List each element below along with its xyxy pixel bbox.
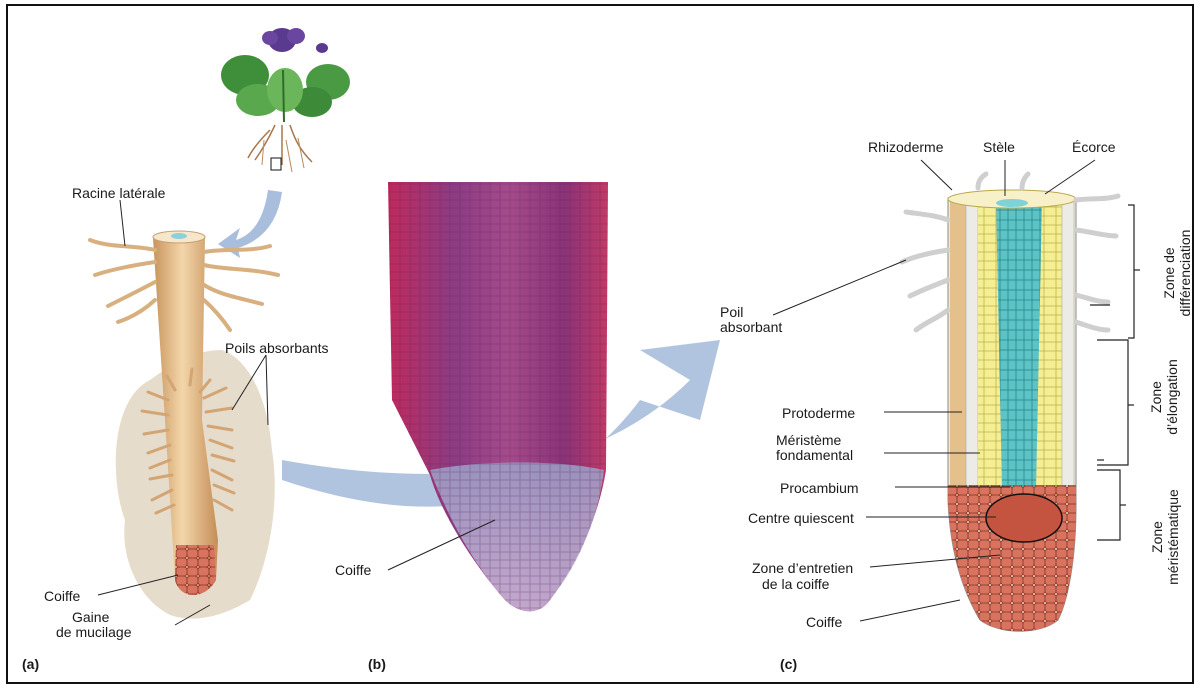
- label-poils-absorbants: Poils absorbants: [225, 340, 329, 356]
- zone-elongation-line2: d’élongation: [1164, 342, 1180, 452]
- label-racine-laterale: Racine latérale: [72, 185, 165, 201]
- zone-differenciation: Zone de différenciation: [1161, 213, 1195, 333]
- micrograph-panel-b: [388, 182, 608, 611]
- label-meristeme-line1: Méristème: [776, 432, 841, 448]
- root-panel-a: [90, 231, 278, 619]
- panel-label-c: (c): [780, 656, 797, 672]
- label-coiffe-c: Coiffe: [806, 614, 842, 630]
- label-poil-line2: absorbant: [720, 319, 782, 335]
- zone-meristematique-line2: méristématique: [1165, 477, 1181, 597]
- zone-meristematique-line1: Zone: [1149, 477, 1165, 597]
- label-coiffe-b: Coiffe: [335, 562, 371, 578]
- label-ecorce: Écorce: [1072, 139, 1116, 155]
- label-procambium: Procambium: [780, 480, 859, 496]
- zone-meristematique: Zone méristématique: [1149, 477, 1183, 597]
- label-gaine-line1: Gaine: [72, 609, 109, 625]
- label-zone-entretien-line2: de la coiffe: [762, 576, 829, 592]
- zone-elongation-line1: Zone: [1148, 342, 1164, 452]
- label-poil-line1: Poil: [720, 304, 743, 320]
- zone-differenciation-line2: différenciation: [1177, 213, 1193, 333]
- zone-differenciation-line1: Zone de: [1161, 213, 1177, 333]
- label-centre-quiescent: Centre quiescent: [748, 510, 854, 526]
- plant-illustration: [221, 28, 350, 172]
- root-panel-c: [902, 174, 1118, 631]
- label-zone-entretien-line1: Zone d’entretien: [752, 560, 853, 576]
- label-protoderme: Protoderme: [782, 405, 855, 421]
- zone-elongation: Zone d’élongation: [1148, 342, 1182, 452]
- label-rhizoderme: Rhizoderme: [868, 139, 943, 155]
- panel-label-a: (a): [22, 656, 39, 672]
- label-coiffe-a: Coiffe: [44, 588, 80, 604]
- label-meristeme-line2: fondamental: [776, 447, 853, 463]
- panel-label-b: (b): [368, 656, 386, 672]
- zone-brackets: [1090, 205, 1140, 540]
- label-gaine-line2: de mucilage: [56, 624, 132, 640]
- label-stele: Stèle: [983, 139, 1015, 155]
